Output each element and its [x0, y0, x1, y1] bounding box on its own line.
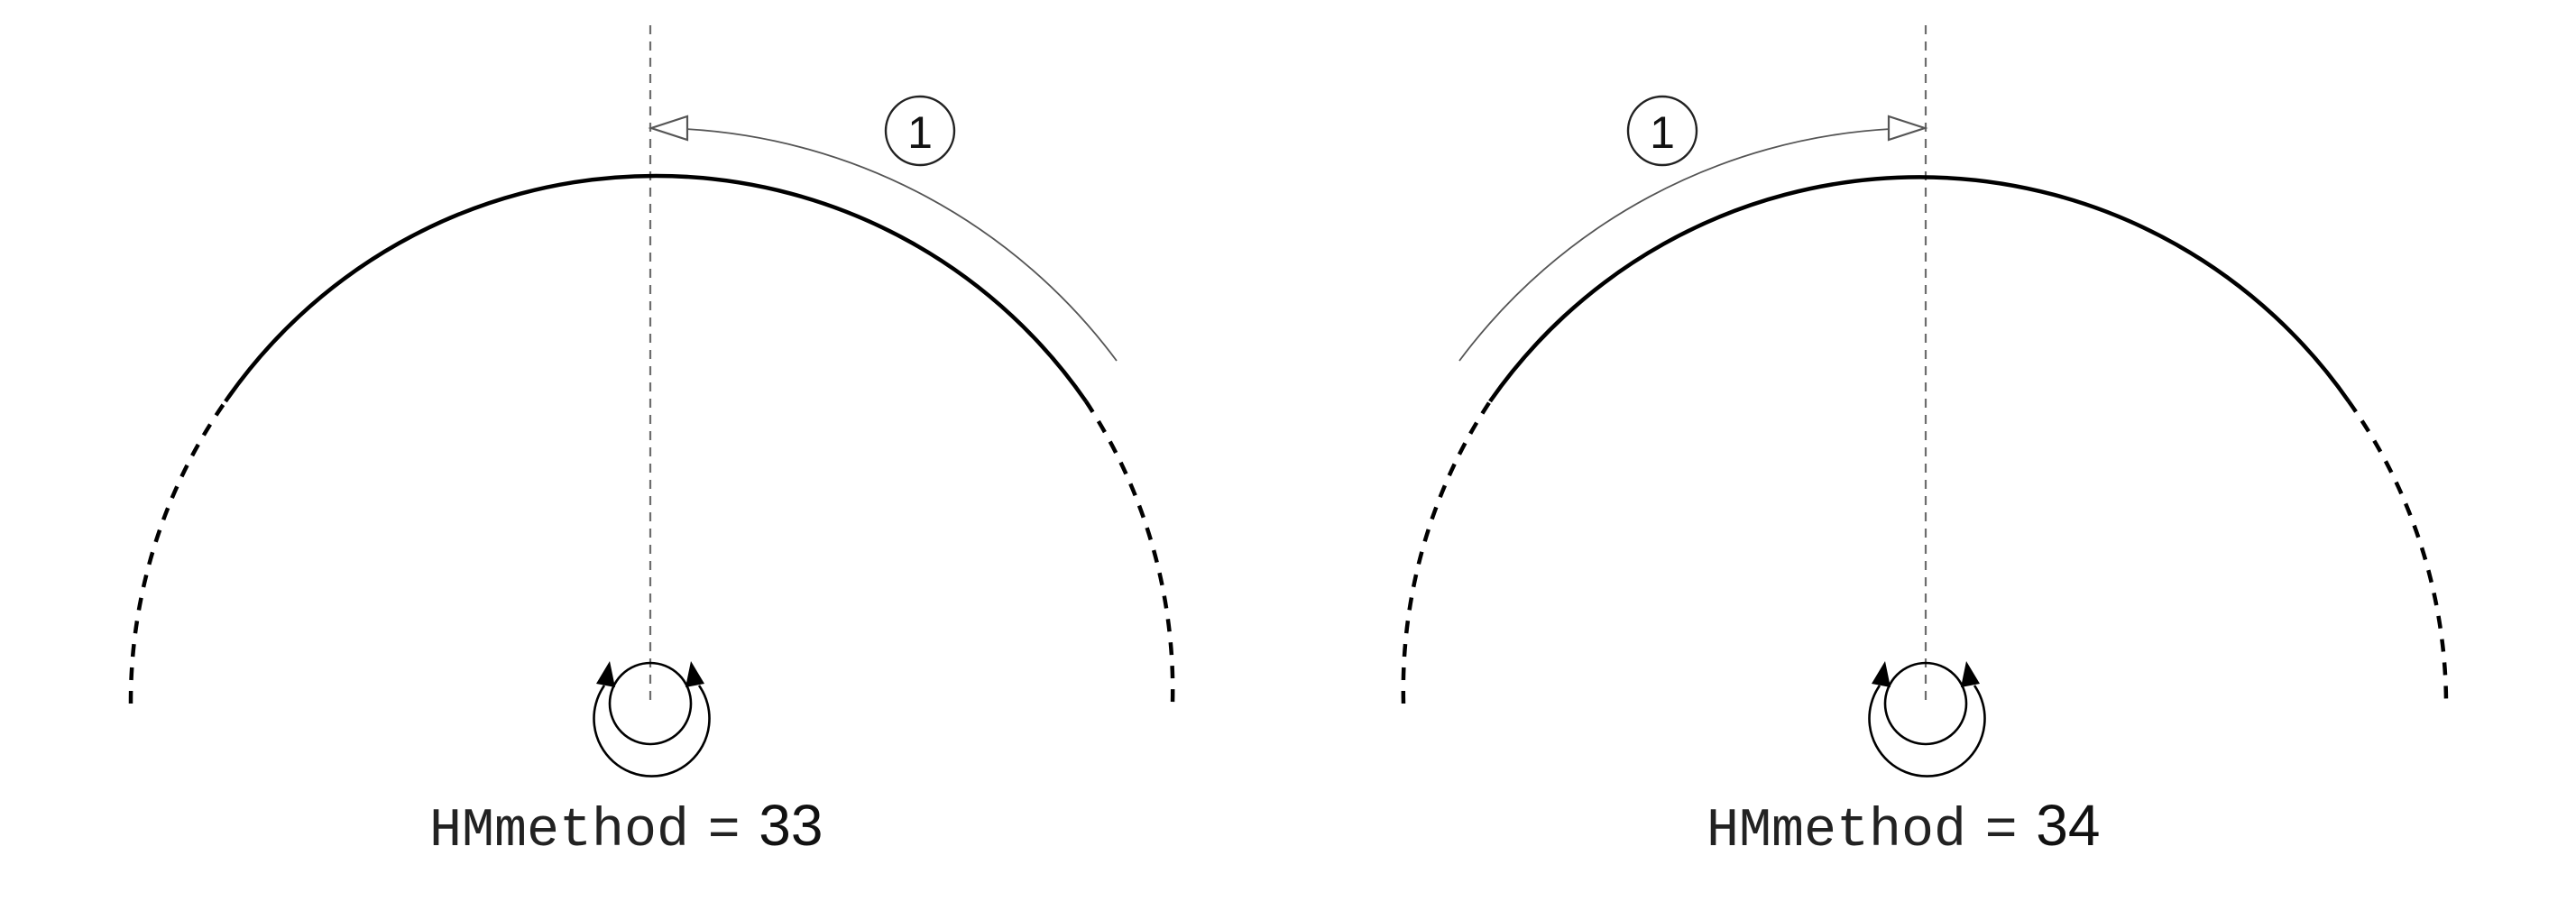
motion-arrowhead-left [648, 115, 689, 142]
track-solid-segment [224, 173, 1088, 403]
parameter-name: HMmethod [429, 801, 689, 862]
homing-method-label-right: HMmethod = 34 [1707, 793, 2100, 862]
step-marker-left: 1 [884, 95, 956, 167]
track-dashed-left-segment [1401, 400, 1492, 704]
rotation-both-directions-icon [593, 661, 711, 777]
track-dashed-right-segment [1084, 400, 1175, 704]
parameter-value: 33 [759, 793, 823, 858]
numbered-circle-icon [884, 95, 956, 167]
rotation-both-directions-icon [1868, 661, 1986, 777]
panel-left: 1 HMmethod = 33 [128, 25, 1175, 862]
numbered-circle-icon [1626, 95, 1698, 167]
step-marker-right: 1 [1626, 95, 1698, 167]
step-marker-number: 1 [1650, 107, 1675, 158]
parameter-name: HMmethod [1707, 801, 1966, 862]
motion-arc-left [685, 128, 1118, 362]
parameter-value: 34 [2036, 793, 2100, 858]
track-solid-segment [1488, 175, 2351, 403]
panel-right: 1 HMmethod = 34 [1401, 25, 2449, 862]
step-marker-number: 1 [907, 107, 933, 158]
track-dashed-right-segment [2347, 400, 2449, 704]
equals-sign: = [708, 796, 740, 857]
equals-sign: = [1985, 796, 2017, 857]
motion-arrowhead-right [1887, 115, 1928, 142]
homing-method-label-left: HMmethod = 33 [429, 793, 823, 862]
motion-arc-right [1458, 128, 1891, 362]
track-dashed-left-segment [128, 400, 227, 704]
